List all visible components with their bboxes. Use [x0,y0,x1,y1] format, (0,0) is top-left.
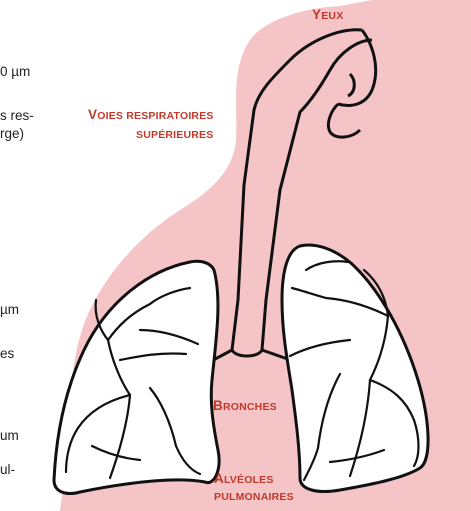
label-alveoles-line2: pulmonaires [214,490,294,504]
label-voies-line2-text: supérieures [136,129,213,141]
label-bronches-rest: ronches [223,401,277,413]
side-text-6: um [0,428,19,444]
label-voies-cap: V [88,107,97,122]
side-text-5: es [0,346,14,362]
side-text-2: s res- [0,108,34,124]
side-text-3: rge) [0,126,24,142]
label-alveoles-cap: A [214,471,224,486]
label-yeux: Yeux [312,8,343,23]
label-yeux-cap: Y [312,7,321,22]
label-alveoles-rest: lvéoles [224,474,274,486]
label-voies-line1: Voies respiratoires [88,108,214,123]
side-text-7: ul- [0,462,15,478]
label-voies-line2: supérieures [136,128,213,142]
side-text-4: µm [0,302,19,318]
side-text-1: 0 µm [0,64,30,80]
label-alveoles-line1: Alvéoles [214,472,274,487]
label-bronches: Bronches [213,399,277,414]
label-yeux-rest: eux [321,10,343,22]
label-bronches-cap: B [213,398,223,413]
label-alveoles-line2-text: pulmonaires [214,491,294,503]
label-voies-rest: oies respiratoires [97,110,213,122]
